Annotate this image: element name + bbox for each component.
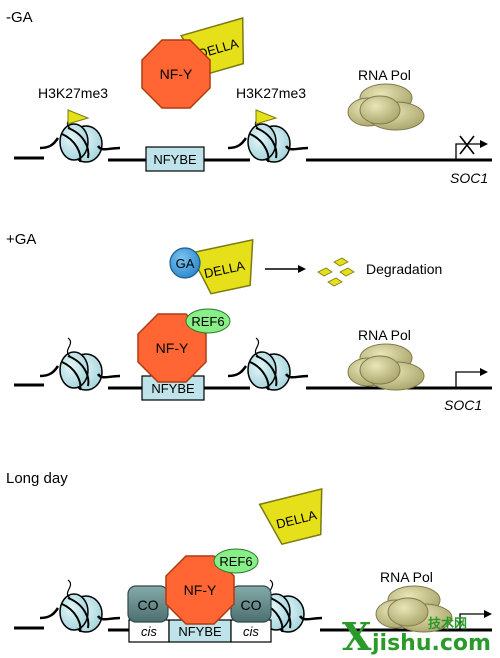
h3k27me3-flag-icon (255, 109, 278, 125)
degradation-label: Degradation (366, 261, 442, 277)
nfybe-label: NFYBE (178, 624, 222, 639)
histone-mark-label: H3K27me3 (38, 85, 108, 101)
nfy-label: NF-Y (156, 340, 189, 356)
watermark: X jishu.com 技术网 (342, 614, 491, 658)
co-label: CO (241, 597, 262, 613)
nfy-label: NF-Y (184, 582, 217, 598)
rnapol-label: RNA Pol (358, 67, 411, 83)
ref6-shape (213, 548, 259, 574)
promoter-arrow (455, 143, 480, 160)
watermark-chinese: 技术网 (428, 616, 467, 632)
nfybe-box (145, 146, 205, 172)
watermark-letter: X (342, 614, 372, 658)
panel-plus-ga: +GA DELLA GA Degradation NFYBE NF-Y (6, 231, 492, 413)
histone-mark-label: H3K27me3 (236, 85, 306, 101)
nucleosome-left (38, 122, 122, 164)
promoter-arrow (459, 613, 484, 630)
nfy-label: NF-Y (160, 66, 193, 82)
rnapol-label: RNA Pol (380, 569, 433, 585)
promoter-arrow (455, 371, 480, 388)
ref6-shape (185, 308, 231, 334)
panel-long-day: Long day DELLA cis NFYBE cis CO CO NF-Y … (6, 470, 492, 643)
arrow-head-icon (480, 368, 488, 376)
watermark-text: jishu.com (371, 631, 491, 656)
rnapol-shape (347, 343, 425, 391)
cis-label: cis (243, 624, 259, 639)
nfybe-label: NFYBE (151, 381, 195, 396)
nucleosome-left (38, 592, 122, 634)
histone-tail (66, 579, 72, 599)
arrow-head-icon (484, 610, 492, 618)
nfybe-label: NFYBE (153, 152, 197, 167)
panel-minus-ga: -GA H3K27me3 H3K27me3 NFYBE DELLA NF-Y R… (6, 9, 492, 186)
arrow-head-icon (298, 265, 306, 273)
rnapol-shape (347, 83, 425, 131)
condition-label: +GA (6, 231, 36, 248)
condition-label: -GA (6, 9, 33, 26)
nucleosome-left (38, 350, 122, 392)
histone-tail (254, 337, 260, 357)
gene-label: SOC1 (450, 170, 488, 186)
ref6-label: REF6 (219, 554, 252, 569)
condition-label: Long day (6, 470, 68, 487)
ref6-label: REF6 (191, 314, 224, 329)
h3k27me3-flag-icon (67, 109, 90, 125)
ga-hormone-icon (169, 247, 201, 279)
fragments-icon (317, 257, 355, 287)
histone-tail (66, 337, 72, 357)
cis-label: cis (141, 624, 157, 639)
nucleosome-right (226, 350, 310, 392)
rnapol-label: RNA Pol (358, 327, 411, 343)
block-x-icon (459, 135, 475, 155)
arrow-head-icon (480, 140, 488, 148)
co-label: CO (138, 597, 159, 613)
ga-label: GA (176, 256, 195, 271)
gene-label: SOC1 (444, 397, 482, 413)
nucleosome-right (226, 122, 310, 164)
